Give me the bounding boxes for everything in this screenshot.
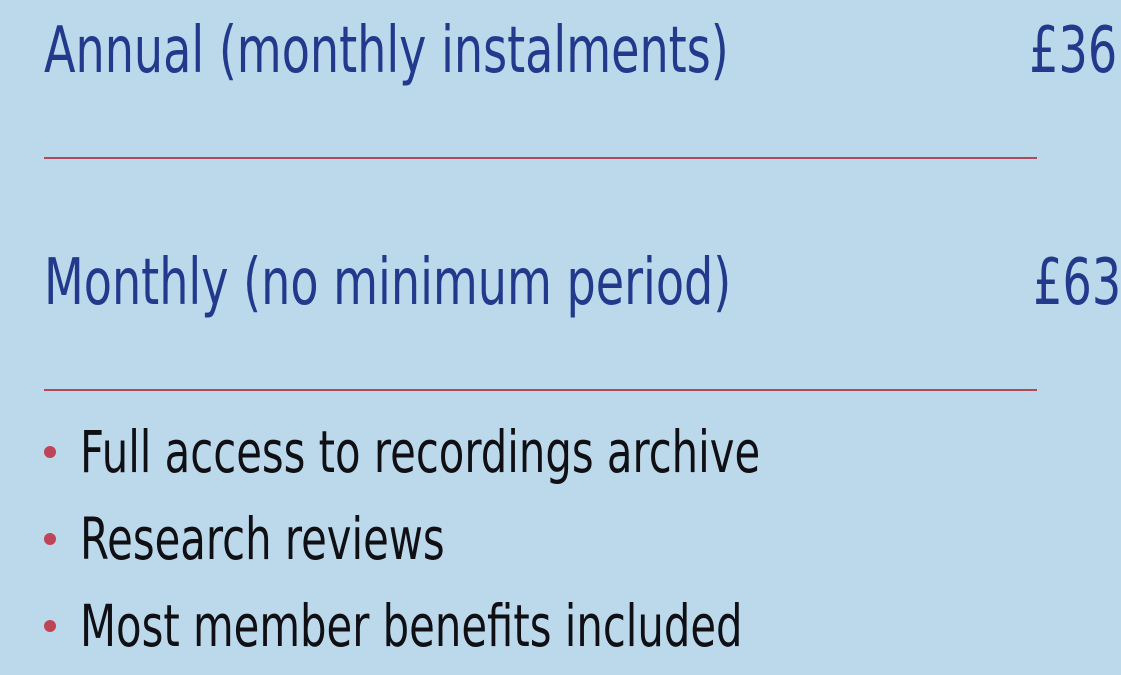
bullet-dot-icon: [44, 532, 56, 545]
plan-label-annual: Annual (monthly instalments): [44, 14, 729, 88]
plan-row-annual: Annual (monthly instalments) £36: [44, 6, 1117, 96]
benefits-list: Full access to recordings archive Resear…: [44, 408, 1025, 669]
plan-row-monthly: Monthly (no minimum period) £63: [44, 238, 1121, 328]
benefit-item: Most member benefits included: [44, 582, 1025, 669]
benefit-item: Full access to recordings archive: [44, 408, 1025, 495]
plan-price-annual: £36: [1029, 14, 1118, 88]
divider: [44, 389, 1037, 391]
bullet-dot-icon: [44, 619, 56, 632]
benefit-item: Research reviews: [44, 495, 1025, 582]
divider: [44, 157, 1037, 159]
plan-label-monthly: Monthly (no minimum period): [44, 246, 732, 320]
benefit-text: Most member benefits included: [80, 591, 743, 660]
benefit-text: Full access to recordings archive: [80, 417, 761, 486]
bullet-dot-icon: [44, 445, 56, 458]
plan-price-monthly: £63: [1032, 246, 1121, 320]
benefit-text: Research reviews: [80, 504, 445, 573]
